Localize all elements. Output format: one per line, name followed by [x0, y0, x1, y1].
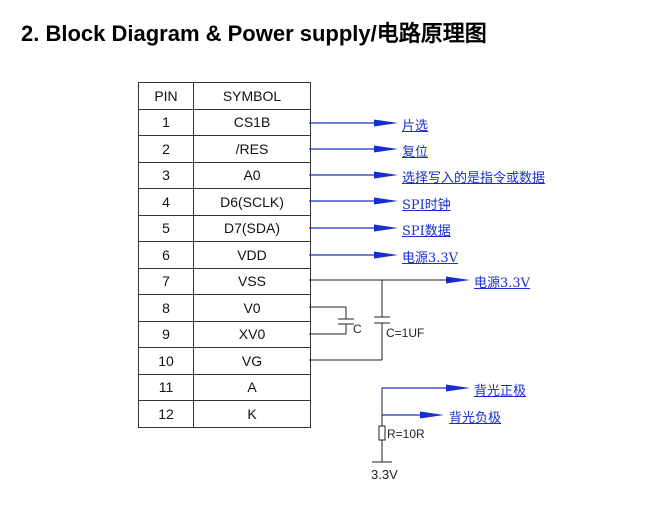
label-cap-small: C — [353, 322, 362, 336]
arrow-cathode — [382, 411, 444, 419]
pin-number: 5 — [138, 214, 194, 242]
label-anode: 背光正极 — [474, 384, 527, 399]
label-a0: 选择写入的是指令或数据 — [402, 171, 546, 186]
pin-symbol: D6(SCLK) — [193, 188, 311, 216]
pin-symbol: XV0 — [193, 320, 311, 348]
arrow-anode — [382, 384, 470, 392]
page-title: 2. Block Diagram & Power supply/电路原理图 — [21, 21, 487, 46]
label-res: 复位 — [402, 145, 429, 160]
arrow-vss — [446, 276, 470, 284]
pin-symbol: /RES — [193, 135, 311, 163]
label-cap-1uf: C=1UF — [386, 326, 425, 340]
pin-number: 7 — [138, 267, 194, 295]
pin-symbol: V0 — [193, 294, 311, 322]
pin-symbol: VSS — [193, 267, 311, 295]
pin-symbol: VG — [193, 347, 311, 375]
pin-number: 3 — [138, 161, 194, 189]
label-vss: 电源3.3V — [474, 276, 531, 291]
arrow-a0 — [309, 171, 398, 179]
pin-symbol: A0 — [193, 161, 311, 189]
pin-symbol: D7(SDA) — [193, 214, 311, 242]
arrow-sclk — [309, 197, 398, 205]
pin-number: 9 — [138, 320, 194, 348]
pin-symbol: A — [193, 373, 311, 401]
resistor — [372, 388, 392, 463]
arrow-vdd — [309, 251, 398, 259]
label-cathode: 背光负极 — [449, 411, 502, 426]
capacitor-1uf — [309, 280, 390, 361]
label-sclk: SPI时钟 — [402, 198, 451, 213]
pin-symbol: VDD — [193, 241, 311, 269]
pin-symbol: K — [193, 400, 311, 428]
pin-number: 1 — [138, 108, 194, 136]
label-resistor: R=10R — [387, 427, 425, 441]
arrow-res — [309, 145, 398, 153]
label-cs1b: 片选 — [402, 119, 429, 134]
capacitor-small — [309, 306, 354, 335]
pin-symbol: CS1B — [193, 108, 311, 136]
pin-number: 12 — [138, 400, 194, 428]
pin-number: 6 — [138, 241, 194, 269]
header-symbol: SYMBOL — [193, 82, 311, 110]
arrow-sda — [309, 224, 398, 232]
table-row: 2/RES — [138, 135, 311, 163]
label-sda: SPI数据 — [402, 224, 451, 239]
table-header-row: PIN SYMBOL — [138, 82, 311, 110]
label-supply: 3.3V — [371, 467, 398, 482]
arrow-cs1b — [309, 119, 398, 127]
label-vdd: 电源3.3V — [402, 251, 459, 266]
header-pin: PIN — [138, 82, 194, 110]
